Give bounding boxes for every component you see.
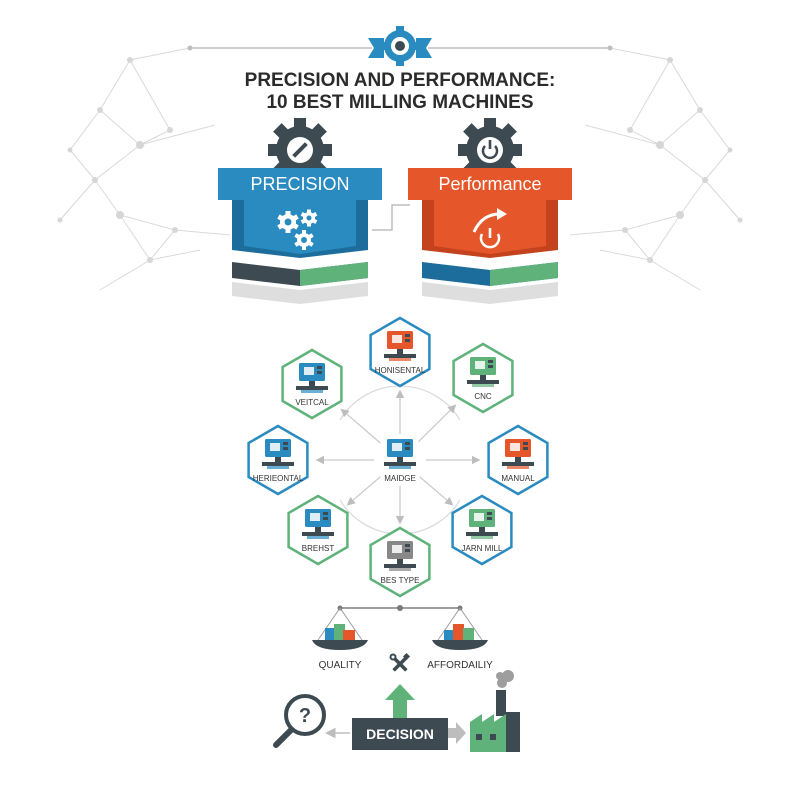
hex-node-bottom: BES TYPE xyxy=(369,526,431,598)
milling-machine-icon xyxy=(384,331,416,361)
milling-machine-icon xyxy=(467,357,499,387)
svg-text:?: ? xyxy=(299,705,311,727)
milling-machine-icon xyxy=(262,439,294,469)
speed-arrow-icon xyxy=(472,208,507,249)
hex-label-right: MANUAL xyxy=(501,474,535,483)
quality-label: QUALITY xyxy=(319,660,362,671)
connector-upper-right xyxy=(418,404,457,443)
hex-node-top: HONISENTAL xyxy=(369,316,431,388)
quality-pan xyxy=(312,607,368,650)
balance-scale: QUALITY AFFORDAILIY xyxy=(312,605,493,672)
hex-label-lower-left: BREHST xyxy=(302,544,335,553)
performance-banner: Performance xyxy=(408,118,572,304)
hex-node-upper-left: VEITCAL xyxy=(281,348,343,420)
connector-upper-left xyxy=(340,408,381,444)
hex-label-center: MAIDGE xyxy=(384,474,416,483)
machine-types-network: HONISENTAL VEITCAL CNC HERIEONTAL MAIDGE MANU… xyxy=(247,316,549,598)
milling-machine-icon xyxy=(502,439,534,469)
hex-node-right: MANUAL xyxy=(487,424,549,496)
hex-node-left: HERIEONTAL xyxy=(247,424,309,496)
hex-node-lower-right: JARN MILL xyxy=(451,494,513,566)
hex-label-upper-right: CNC xyxy=(474,392,492,401)
milling-machine-icon xyxy=(384,439,416,469)
decision-section: ? DECISION xyxy=(273,670,520,752)
hex-node-lower-left: BREHST xyxy=(287,494,349,566)
decision-label: DECISION xyxy=(366,726,434,742)
precision-banner: PRECISION xyxy=(218,118,382,304)
milling-machine-icon xyxy=(384,541,416,571)
affordability-label: AFFORDAILIY xyxy=(427,660,493,671)
hex-node-center: MAIDGE xyxy=(384,439,416,483)
decision-box xyxy=(352,718,448,750)
title-line-1: PRECISION AND PERFORMANCE: xyxy=(245,70,556,91)
hex-node-upper-right: CNC xyxy=(452,342,514,414)
hex-label-left: HERIEONTAL xyxy=(253,474,304,483)
milling-machine-icon xyxy=(296,363,328,393)
background-network xyxy=(59,47,741,291)
up-arrow-icon xyxy=(385,684,415,718)
affordability-pan xyxy=(432,607,488,650)
gears-icon xyxy=(277,209,318,250)
wrench-screwdriver-icon xyxy=(389,652,411,672)
performance-label: Performance xyxy=(438,174,541,194)
precision-label: PRECISION xyxy=(250,174,349,194)
hex-label-lower-right: JARN MILL xyxy=(462,544,503,553)
hex-label-upper-left: VEITCAL xyxy=(295,398,329,407)
connector-lower-right xyxy=(419,476,454,506)
milling-machine-icon xyxy=(466,509,498,539)
magnifier-question-icon: ? xyxy=(273,694,326,748)
title-line-2: 10 BEST MILLING MACHINES xyxy=(266,92,533,113)
hex-label-bottom: BES TYPE xyxy=(381,576,420,585)
hex-label-top: HONISENTAL xyxy=(375,366,426,375)
background-network-nodes xyxy=(57,57,743,263)
banner-connector xyxy=(372,204,410,231)
decision-right-arrow xyxy=(448,722,466,744)
factory-icon xyxy=(470,670,520,752)
title-gear-icon xyxy=(187,26,613,66)
milling-machine-icon xyxy=(302,509,334,539)
connector-lower-left xyxy=(346,476,381,506)
